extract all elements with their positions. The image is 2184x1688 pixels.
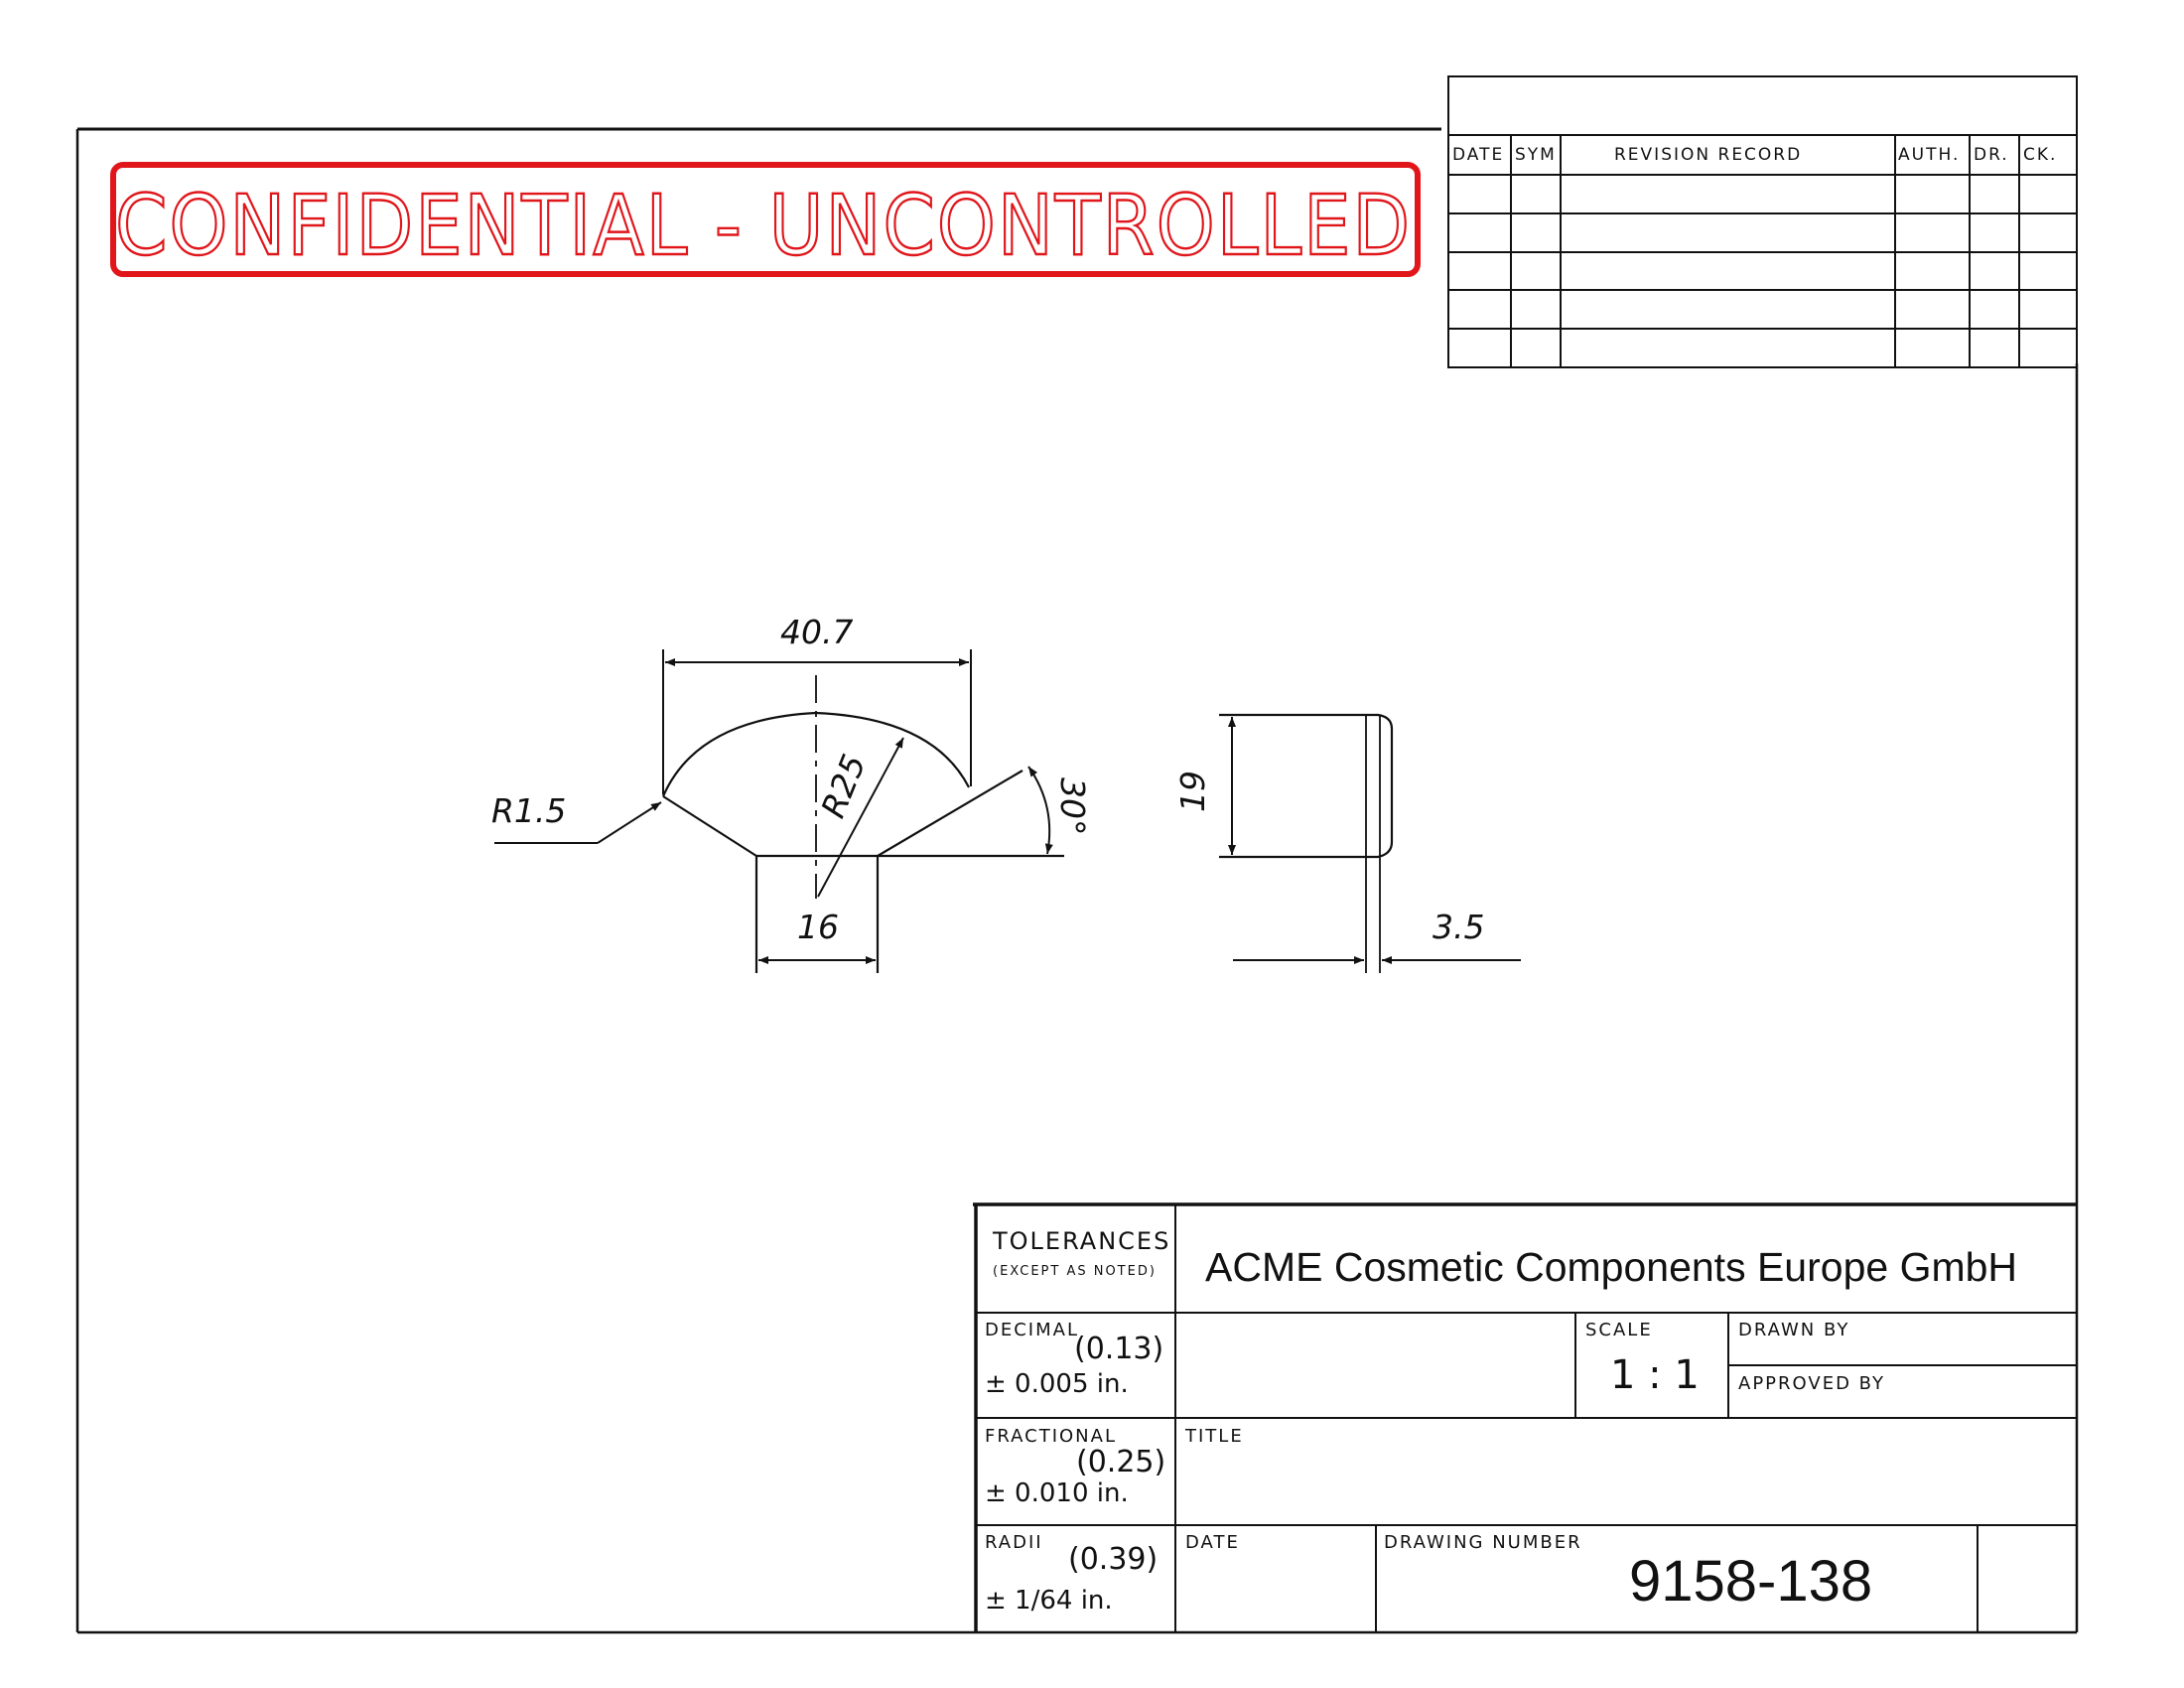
- part-side-view: [1219, 713, 1394, 973]
- dim-base-width-label: 16: [797, 908, 839, 946]
- rev-header-sym: SYM: [1515, 145, 1557, 165]
- company-name: ACME Cosmetic Components Europe GmbH: [1205, 1244, 2017, 1290]
- tolerances-note: (EXCEPT AS NOTED): [993, 1264, 1157, 1279]
- radii-label: RADII: [985, 1532, 1043, 1553]
- confidential-stamp: CONFIDENTIAL - UNCONTROLLED: [110, 162, 1421, 277]
- left-slope: [662, 795, 757, 857]
- decimal-mm: (0.13): [1074, 1332, 1163, 1366]
- approved-by-label: APPROVED BY: [1738, 1373, 1885, 1394]
- sheet-border: [75, 127, 2079, 1634]
- tolerances-title: TOLERANCES: [992, 1227, 1170, 1255]
- rev-header-dr: DR.: [1974, 145, 2009, 165]
- dim-angle-arc: [1027, 766, 1053, 855]
- dim-height-label: 19: [1173, 771, 1212, 812]
- fractional-mm: (0.25): [1076, 1445, 1165, 1479]
- fractional-label: FRACTIONAL: [985, 1426, 1117, 1447]
- dim-thickness-label: 3.5: [1433, 908, 1484, 946]
- scale-label: SCALE: [1585, 1320, 1653, 1340]
- radii-in: ± 1/64 in.: [985, 1586, 1113, 1616]
- rev-header-record: REVISION RECORD: [1614, 145, 1802, 165]
- rev-header-ck: CK.: [2023, 145, 2057, 165]
- date-label: DATE: [1185, 1532, 1240, 1553]
- dim-radius-leader: [817, 737, 904, 898]
- title-block: [973, 1202, 2077, 1632]
- dim-top-width: [662, 649, 972, 794]
- part-front-view: [661, 711, 1064, 973]
- decimal-in: ± 0.005 in.: [985, 1369, 1129, 1399]
- rev-header-auth: AUTH.: [1898, 145, 1960, 165]
- dim-fillet: [494, 801, 662, 844]
- decimal-label: DECIMAL: [985, 1320, 1079, 1340]
- drawn-by-label: DRAWN BY: [1738, 1320, 1849, 1340]
- drawing-number-label: DRAWING NUMBER: [1384, 1532, 1582, 1553]
- title-label: TITLE: [1184, 1426, 1244, 1447]
- dim-fillet-label: R1.5: [491, 791, 566, 830]
- right-slope: [877, 770, 1024, 857]
- rev-header-date: DATE: [1452, 145, 1504, 165]
- drawing-number: 9158-138: [1629, 1549, 1872, 1614]
- scale-value: 1 : 1: [1610, 1352, 1700, 1398]
- stamp-text: CONFIDENTIAL - UNCONTROLLED: [115, 177, 1412, 274]
- radii-mm: (0.39): [1068, 1542, 1158, 1577]
- revision-table: [1447, 75, 2078, 368]
- dim-top-width-label: 40.7: [780, 613, 853, 651]
- fractional-in: ± 0.010 in.: [985, 1478, 1129, 1508]
- revision-headers: DATE SYM REVISION RECORD AUTH. DR. CK.: [1452, 145, 2057, 165]
- dim-angle-label: 30°: [1053, 777, 1092, 836]
